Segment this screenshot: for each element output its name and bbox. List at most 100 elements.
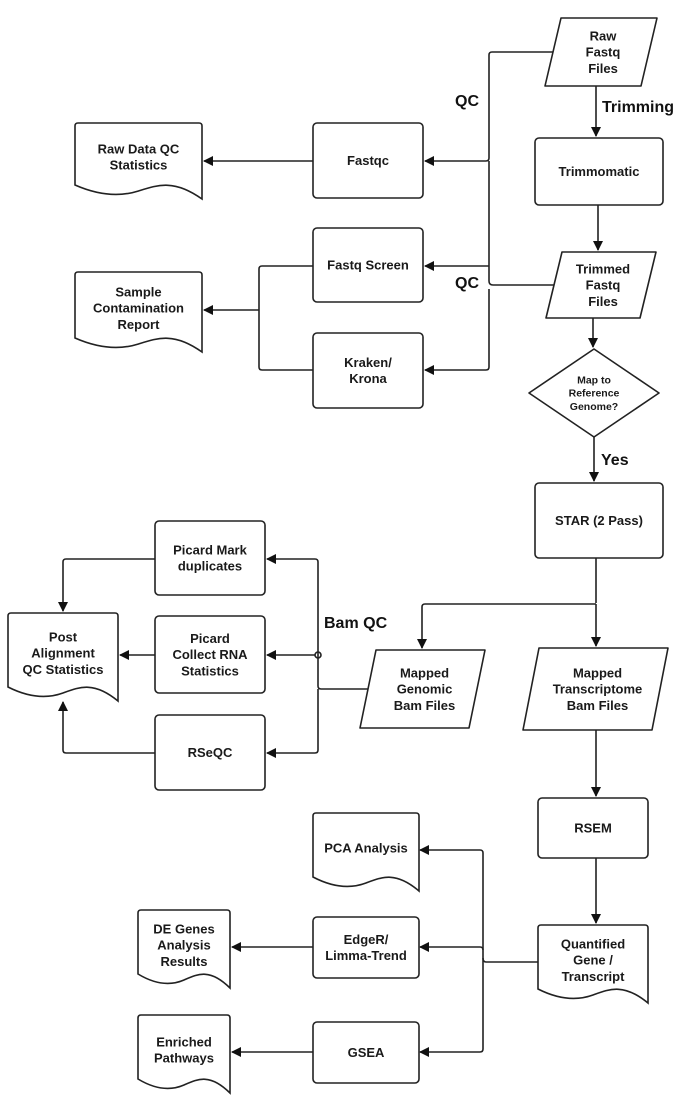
edge-raw-qc-branch: [488, 51, 553, 158]
node-label: Trimmed: [576, 261, 630, 276]
node-label: Genomic: [397, 682, 453, 697]
node-label: GSEA: [348, 1045, 385, 1060]
node-label: Picard: [190, 631, 230, 646]
node-label: Mapped: [400, 665, 449, 680]
node-label: Gene /: [573, 953, 613, 968]
node-star: STAR (2 Pass): [534, 482, 664, 559]
node-label: Pathways: [154, 1051, 214, 1066]
node-label: Raw: [590, 28, 618, 43]
node-pca: PCA Analysis: [312, 812, 420, 893]
document-shape: [74, 271, 203, 354]
decision-diamond: [528, 348, 660, 438]
process-box: [312, 227, 424, 303]
process-box: [312, 1021, 420, 1084]
node-label: Results: [161, 954, 208, 969]
node-label: Files: [588, 61, 618, 76]
node-label: Statistics: [110, 158, 168, 173]
process-box: [534, 482, 664, 559]
line-hop: [314, 651, 322, 659]
node-label: Fastqc: [347, 153, 389, 168]
node-fastq-screen: Fastq Screen: [312, 227, 424, 303]
node-label: Alignment: [31, 646, 95, 661]
node-label: Report: [118, 317, 161, 332]
node-fastqc: Fastqc: [312, 122, 424, 199]
node-label: Post: [49, 629, 78, 644]
document-shape: [137, 1014, 231, 1095]
label-yes: Yes: [601, 452, 629, 469]
label-bam-qc: Bam QC: [324, 615, 388, 632]
node-label: Statistics: [181, 663, 239, 678]
edge-genomic-bamqc: [266, 554, 373, 690]
node-label: Transcriptome: [553, 682, 643, 697]
node-label: Sample: [115, 284, 161, 299]
process-box: [534, 137, 664, 206]
process-box: [312, 122, 424, 199]
edge-to-rseqc: [266, 689, 319, 758]
node-label: STAR (2 Pass): [555, 513, 643, 528]
node-label: Fastq: [586, 45, 621, 60]
node-label: Fastq Screen: [327, 258, 409, 273]
edge-screen-kraken-merge: [258, 265, 313, 371]
document-shape: [7, 612, 119, 703]
edge-to-edger: [419, 942, 484, 952]
document-shape: [74, 122, 203, 201]
node-label: Picard Mark: [173, 542, 247, 557]
node-raw-qc-stats: Raw Data QC Statistics: [74, 122, 203, 201]
data-parallelogram: [359, 649, 486, 729]
node-label: Genome?: [570, 401, 618, 413]
process-box: [154, 520, 266, 596]
node-label: Quantified: [561, 936, 625, 951]
document-shape: [137, 909, 231, 990]
node-label: Collect RNA: [172, 647, 248, 662]
node-rsem: RSEM: [537, 797, 649, 859]
node-gsea: GSEA: [312, 1021, 420, 1084]
data-parallelogram: [545, 251, 657, 319]
label-qc-mid: QC: [455, 275, 479, 292]
data-parallelogram: [522, 647, 669, 731]
edge-to-pca: [419, 845, 484, 962]
process-box: [312, 916, 420, 979]
edge-labels: Trimming QC QC Yes Bam QC: [324, 93, 674, 632]
node-label: Reference: [569, 388, 620, 400]
data-parallelogram: [544, 17, 658, 87]
node-label: Transcript: [562, 969, 626, 984]
node-label: Krona: [349, 371, 387, 386]
edge-trimmed-qc-branch: [488, 161, 556, 286]
node-label: Kraken/: [344, 355, 392, 370]
edge-rseqc-to-post: [58, 701, 155, 754]
node-label: Enriched: [156, 1034, 212, 1049]
node-label: Map to: [577, 375, 611, 387]
edge-qc-vertical-lower: [424, 289, 490, 375]
edge-to-fastqc: [424, 156, 490, 166]
edge-to-gsea: [419, 962, 484, 1057]
label-trimming: Trimming: [602, 99, 674, 116]
node-trimmomatic: Trimmomatic: [534, 137, 664, 206]
node-label: Raw Data QC: [98, 141, 180, 156]
nodes: RawFastqFilesTrimmomaticTrimmedFastqFile…: [7, 17, 669, 1095]
node-label: Bam Files: [567, 698, 628, 713]
process-box: [537, 797, 649, 859]
edge-picard-mark-to-post: [58, 558, 155, 612]
node-label: EdgeR/: [344, 932, 389, 947]
node-label: Bam Files: [394, 698, 455, 713]
node-rseqc: RSeQC: [154, 714, 266, 791]
edge-star-to-genomic: [417, 603, 596, 649]
node-kraken: Kraken/Krona: [312, 332, 424, 409]
node-label: Mapped: [573, 665, 622, 680]
node-label: Contamination: [93, 301, 184, 316]
node-label: PCA Analysis: [324, 841, 408, 856]
process-box: [154, 615, 266, 694]
node-label: Limma-Trend: [325, 948, 407, 963]
node-label: QC Statistics: [23, 662, 104, 677]
